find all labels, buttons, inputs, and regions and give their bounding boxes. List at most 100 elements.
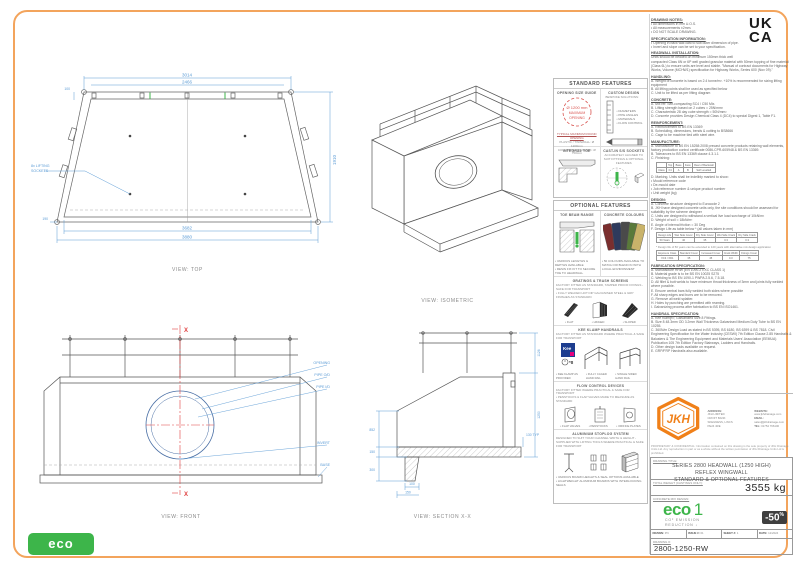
orifice-plate-icon — [623, 407, 636, 423]
handrails-labels: KEE KLAMP AS PROVIDEDFULLY CAGED HAND RA… — [556, 372, 645, 380]
dim-label: 150 — [405, 491, 411, 495]
feature-gratings: GRATINGS & TRASH SCREENS FACTORY FITTED … — [554, 277, 647, 326]
colour-swatches-icon — [601, 221, 646, 251]
leader-note: 8x LIFTING — [31, 164, 50, 168]
ukca-spacer — [746, 18, 792, 58]
flow-control-labels: FLAP VALVESPENSTOCKSORIFICE PLATES — [556, 424, 645, 428]
custom-design-bullets: DIAMETERSPIPE ANGLESMATERIALSFLOW CONTRO… — [617, 109, 642, 125]
sheet-border — [13, 10, 788, 558]
handrail-caged-icon — [584, 346, 607, 369]
revision-row: DRAWN: PN ISSUE #: 01 SHEET #: 1 DATE: 1… — [650, 530, 793, 539]
notes-part-1: DRAWING NOTES:• All dimensions in mm U.O… — [651, 18, 792, 161]
toe-beam-icon — [559, 221, 595, 253]
feature-opening-size-guide: OPENING SIZE GUIDE Ø 1200 mm MAXIMUM OPE… — [554, 89, 601, 155]
feature-toe-beam: TOE BEAM RANGE VARIOUS LENGTHS & DEPTHS … — [554, 211, 601, 277]
dim-label: 1126 — [537, 349, 541, 356]
dimension-lines — [44, 76, 333, 243]
view-front: X X OPENING PIPE O/D PIPE I/D INVERT BAS… — [30, 325, 332, 520]
gratings-lines: FACTORY FITTED AS STANDARD, TAMPER PROOF… — [556, 283, 644, 299]
axis-label-top: X — [184, 328, 188, 334]
max-opening-icon: Ø 1200 mm MAXIMUM OPENING — [562, 97, 592, 127]
pencil-icon — [605, 138, 643, 146]
view-section-drawing: 1126 1250 130 TYP 852 150 300 100 150 — [369, 331, 541, 498]
notes-part-3: FABRICATION SPECIFICATION:A. Manufacture… — [651, 263, 792, 354]
email-link[interactable]: sales@jkhdrainage.com — [754, 419, 785, 424]
stoplog-lifter-icon — [564, 453, 575, 473]
svg-text:*8: *8 — [569, 360, 574, 365]
design-life-note: * Design life of 50 years can be extende… — [656, 244, 771, 249]
drawing-number-row: DRAWING #: 2800-1250-RW — [650, 539, 793, 555]
gratings-labels: FLATHINGEDSLOPED — [556, 320, 645, 324]
handrails-lines: FACTORY FITTED AS STANDARD WHERE PRACTIC… — [556, 331, 645, 340]
feature-concrete-colours: CONCRETE COLOURS 50 COLOURS AVAILABLE TO… — [601, 211, 647, 276]
penstock-icon — [595, 406, 606, 423]
view-section-caption: VIEW: SECTION X-X — [413, 514, 472, 520]
website-link[interactable]: www.jkhdrainage.com — [754, 412, 782, 417]
flap-valve-icon — [564, 406, 576, 423]
dim-label: 3880 — [182, 235, 193, 240]
leader-label: PIPE I/D — [316, 385, 330, 389]
custom-design-subtitle: BESPOKE SOLUTIONS: — [605, 95, 639, 99]
green-post-ticks — [149, 92, 226, 99]
dim-label: 3014 — [182, 73, 193, 78]
axis-label-bottom: X — [184, 492, 188, 498]
toe-beam-bullets: VARIOUS LENGTHS & DEPTHS AVAILABLERESIN … — [555, 259, 599, 275]
drawing-title-box: DRAWING TITLE: SERIES 2800 HEADWALL (125… — [650, 457, 793, 483]
svg-text:JKH: JKH — [667, 413, 691, 426]
feature-flow-control: FLOW CONTROL DEVICES FACTORY FITTED WHER… — [554, 382, 647, 431]
optional-features-panel: OPTIONAL FEATURES TOE BEAM RANGE VARIOUS… — [553, 200, 648, 504]
emission-badge: -50% — [762, 511, 787, 525]
dimension-lines — [376, 332, 538, 498]
eco-stamp: eco — [28, 533, 94, 555]
feature-cast-in-sockets: CAST-IN S/S SOCKETS ACCURATELY ALIGNED T… — [601, 147, 648, 191]
colours-bullets: 50 COLOURS AVAILABLE TO MATCH OR BLEND I… — [602, 259, 646, 271]
leader-label: BASE — [320, 463, 330, 467]
sockets-note: ACCURATELY ALIGNED TO SUIT FITTINGS & OP… — [603, 153, 644, 165]
feature-custom-design: CUSTOM DESIGN BESPOKE SOLUTIONS: DIAMETE… — [600, 89, 647, 147]
grating-hinged-icon — [593, 301, 608, 319]
date-cell: DATE: 12/2024 — [759, 531, 779, 535]
dimension-labels: 3014 2466 1910 3682 3880 100 190 8x LIFT… — [31, 73, 337, 240]
notes-part-2: D. Marking. Units shall be indelibly mar… — [651, 174, 779, 231]
view-top: 3014 2466 1910 3682 3880 100 190 8x LIFT… — [30, 70, 345, 320]
drawn-cell: DRAWN: PN — [651, 530, 687, 538]
view-isometric: VIEW: ISOMETRIC — [350, 78, 545, 320]
view-section: 1126 1250 130 TYP 852 150 300 100 150 VI… — [335, 325, 550, 520]
sheet-cell: SHEET #: 1 — [722, 530, 758, 538]
handrail-single-icon — [619, 347, 640, 369]
total-weight-row: TOTAL WEIGHT (CASTINGS ONLY): 3555 kg — [650, 480, 793, 496]
stoplogs-lines: DESIGNED TO SUIT YOUR CHANNEL WIDTH & HE… — [556, 436, 644, 448]
notes-column: DRAWING NOTES:• All dimensions in mm U.O… — [651, 15, 792, 393]
view-top-drawing: 3014 2466 1910 3682 3880 100 190 8x LIFT… — [31, 73, 337, 243]
standard-features-panel: STANDARD FEATURES OPENING SIZE GUIDE Ø 1… — [553, 78, 648, 198]
dim-label: 1910 — [332, 154, 337, 165]
feature-stoplogs: ALUMINIUM STOPLOG SYSTEM DESIGNED TO SUI… — [554, 430, 647, 488]
optional-features-title: OPTIONAL FEATURES — [554, 201, 647, 211]
svg-text:OPENING: OPENING — [569, 116, 585, 120]
view-top-caption: VIEW: TOP — [172, 267, 203, 273]
emission-text: CO² EMISSION REDUCTION ↓ — [665, 518, 700, 527]
feature-handrails: KEE KLAMP HANDRAILS FACTORY FITTED AS ST… — [554, 326, 647, 382]
dim-label: 852 — [369, 428, 375, 432]
total-weight-value: 3555 kg — [745, 482, 786, 494]
dim-label: 3682 — [182, 226, 193, 231]
leader-lines — [179, 364, 328, 478]
drawing-number: 2800-1250-RW — [654, 544, 709, 553]
grating-sloped-icon — [622, 302, 639, 318]
dim-label: 130 TYP — [526, 433, 540, 437]
proprietary-note: PROPRIETARY & CONFIDENTIAL: Information … — [651, 444, 789, 455]
standard-features-title: STANDARD FEATURES — [554, 79, 647, 89]
dim-label: 190 — [42, 217, 48, 221]
view-isometric-drawing — [371, 85, 539, 253]
dim-label: 300 — [369, 468, 375, 472]
stoplog-stack-icon — [621, 451, 639, 473]
svg-text:Kee: Kee — [563, 346, 572, 351]
ruler-icon — [606, 100, 613, 134]
